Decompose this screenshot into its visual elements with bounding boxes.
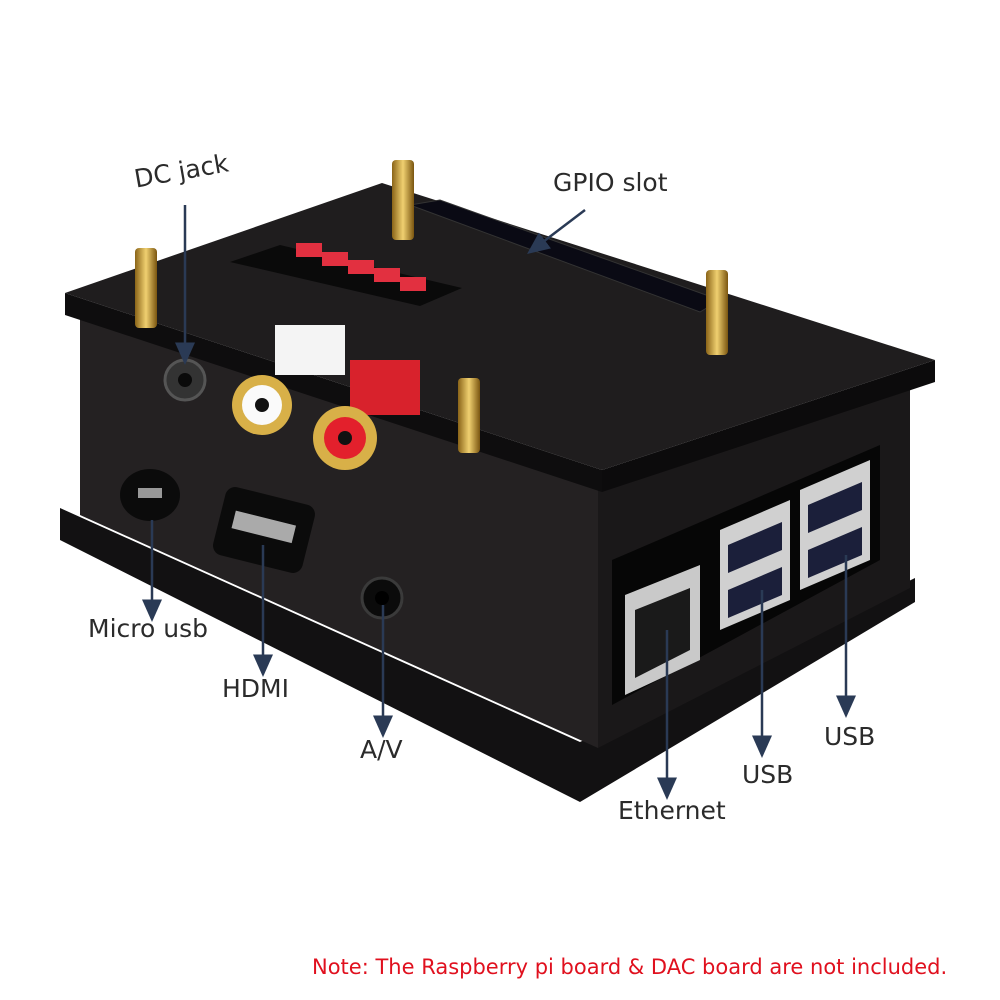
av-label: A/V [360, 735, 403, 764]
red-header [296, 243, 426, 291]
usb-left-label: USB [742, 760, 794, 789]
bottom-plate [60, 508, 915, 802]
standoffs [135, 160, 728, 453]
disclaimer-note: Note: The Raspberry pi board & DAC board… [312, 955, 948, 979]
usb-ports [720, 460, 870, 630]
ethernet-label: Ethernet [618, 796, 726, 825]
micro-usb-label: Micro usb [88, 614, 208, 643]
gpio-arrow [527, 209, 586, 255]
case-left-face [80, 315, 598, 748]
usb-right-label: USB [824, 722, 876, 751]
hdmi-label: HDMI [222, 674, 289, 703]
gpio-slot-label: GPIO slot [553, 168, 668, 197]
